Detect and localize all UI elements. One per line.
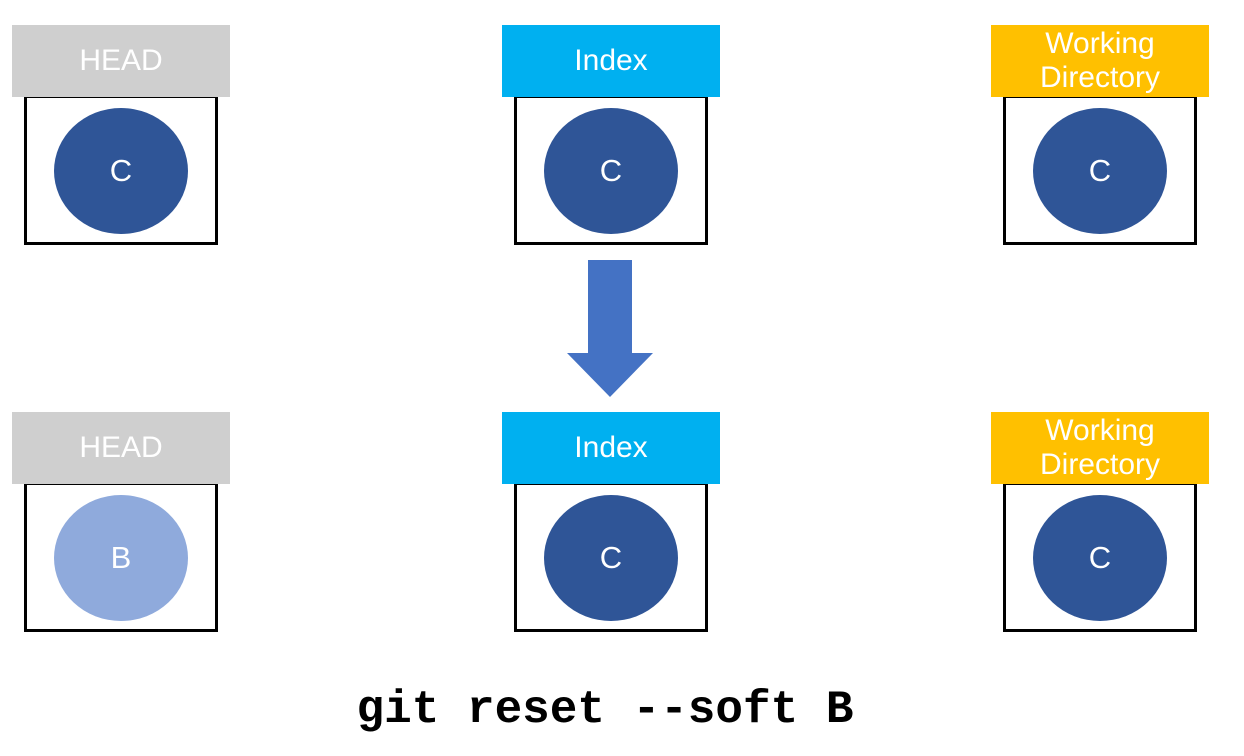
commit-node: C	[544, 495, 678, 621]
after-index-panel: Index C	[502, 412, 720, 632]
commit-node: C	[1033, 108, 1167, 234]
index-label: Index	[502, 25, 720, 97]
commit-box: B	[24, 482, 218, 632]
commit-box: C	[24, 95, 218, 245]
down-arrow-shaft	[588, 260, 632, 353]
down-arrow-tip	[567, 353, 653, 397]
commit-node: C	[544, 108, 678, 234]
commit-node: C	[54, 108, 188, 234]
commit-box: C	[514, 95, 708, 245]
after-working-directory-panel: Working Directory C	[991, 412, 1209, 632]
head-label: HEAD	[12, 25, 230, 97]
working-directory-label: Working Directory	[991, 412, 1209, 484]
commit-box: C	[1003, 482, 1197, 632]
head-label: HEAD	[12, 412, 230, 484]
commit-node: B	[54, 495, 188, 621]
commit-box: C	[1003, 95, 1197, 245]
commit-node: C	[1033, 495, 1167, 621]
down-arrow-icon	[567, 260, 653, 397]
before-head-panel: HEAD C	[12, 25, 230, 245]
before-index-panel: Index C	[502, 25, 720, 245]
before-working-directory-panel: Working Directory C	[991, 25, 1209, 245]
after-head-panel: HEAD B	[12, 412, 230, 632]
index-label: Index	[502, 412, 720, 484]
commit-box: C	[514, 482, 708, 632]
working-directory-label: Working Directory	[991, 25, 1209, 97]
git-command-caption: git reset --soft B	[356, 684, 854, 736]
